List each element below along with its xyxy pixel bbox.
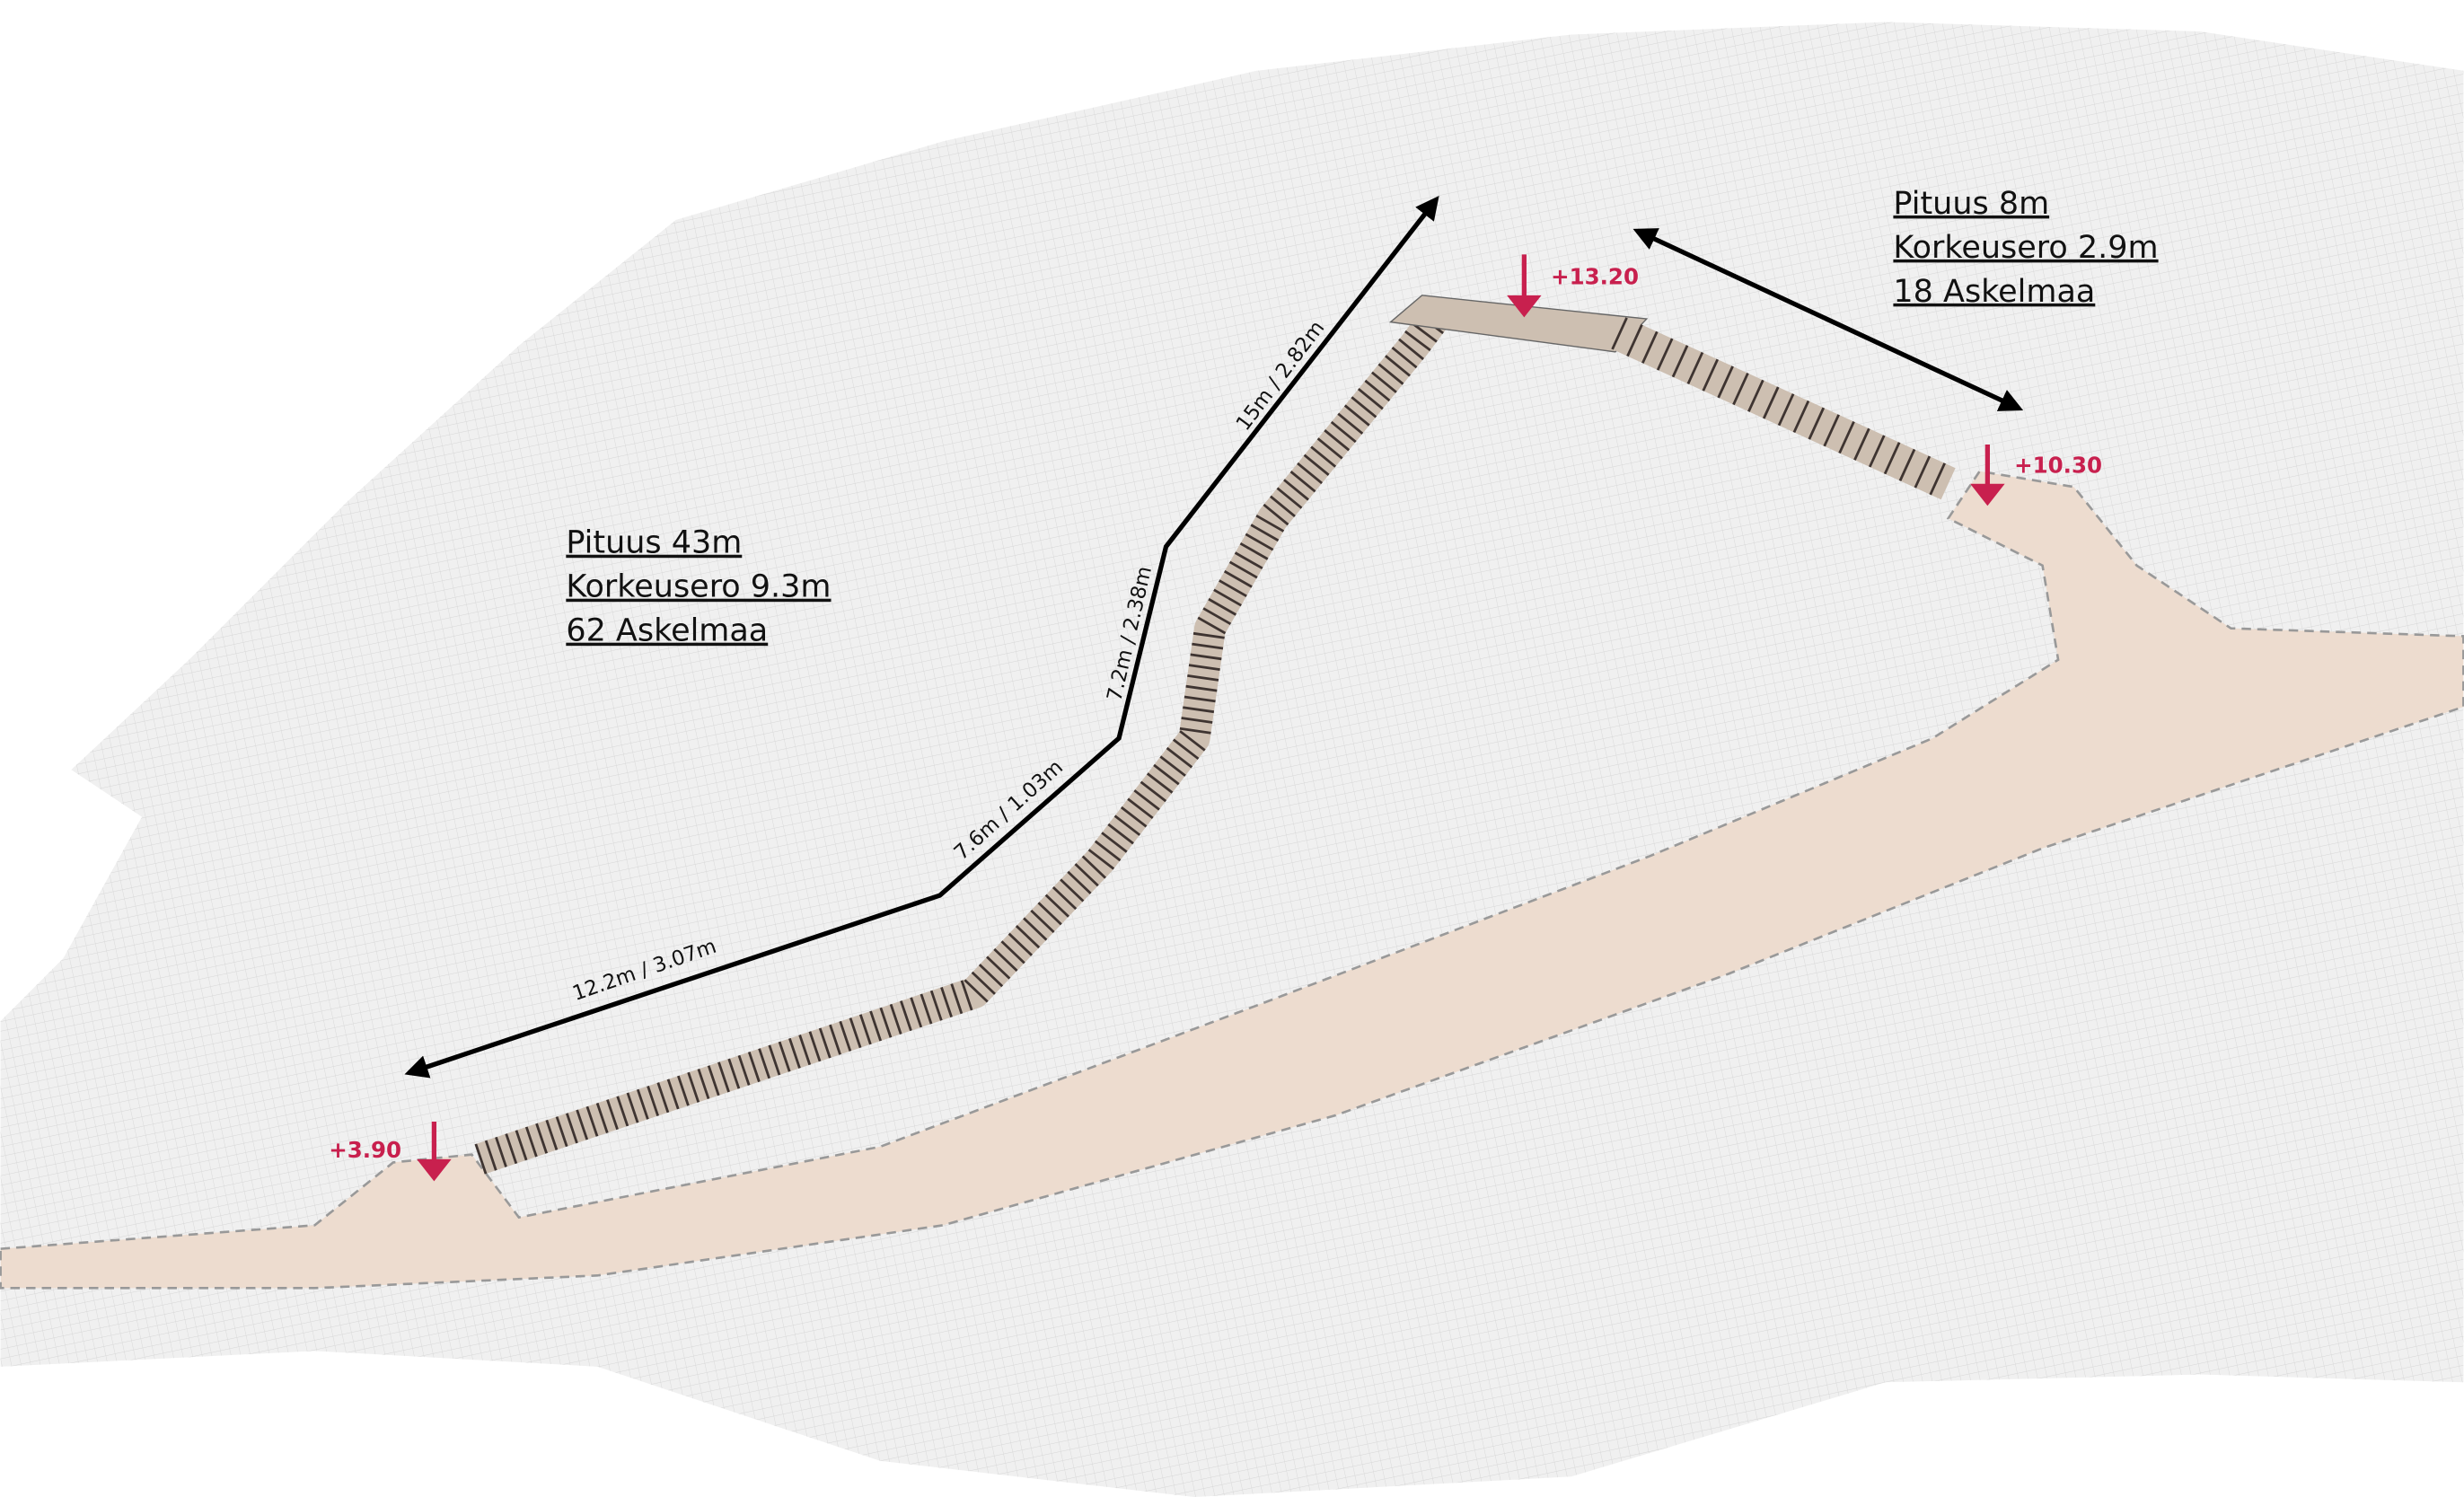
arrow-down-icon [1970,483,2005,506]
walking-path [0,470,2464,1290]
svg-text:Korkeusero 9.3m: Korkeusero 9.3m [566,569,831,605]
arrow-down-icon [1507,295,1542,318]
elevation-marker: +3.90 [329,1121,452,1182]
dimension-line-main [404,196,1439,1079]
segment-info-lower: Pituus 43m Korkeusero 9.3m 62 Askelmaa [566,525,831,649]
dimension-line-upper [1632,228,2024,411]
svg-text:+3.90: +3.90 [329,1137,401,1163]
arrow-down-icon [417,1158,452,1182]
svg-text:Korkeusero 2.9m: Korkeusero 2.9m [1893,230,2158,266]
svg-text:+10.30: +10.30 [2014,453,2102,479]
svg-text:Pituus 8m: Pituus 8m [1893,186,2049,222]
elevation-marker: +13.20 [1507,254,1639,318]
svg-text:62 Askelmaa: 62 Askelmaa [566,613,768,649]
elevation-marker: +10.30 [1970,445,2102,506]
svg-text:18 Askelmaa: 18 Askelmaa [1893,274,2095,310]
segment-info-upper: Pituus 8m Korkeusero 2.9m 18 Askelmaa [1893,186,2158,310]
svg-text:+13.20: +13.20 [1551,264,1639,290]
svg-text:Pituus 43m: Pituus 43m [566,525,742,561]
